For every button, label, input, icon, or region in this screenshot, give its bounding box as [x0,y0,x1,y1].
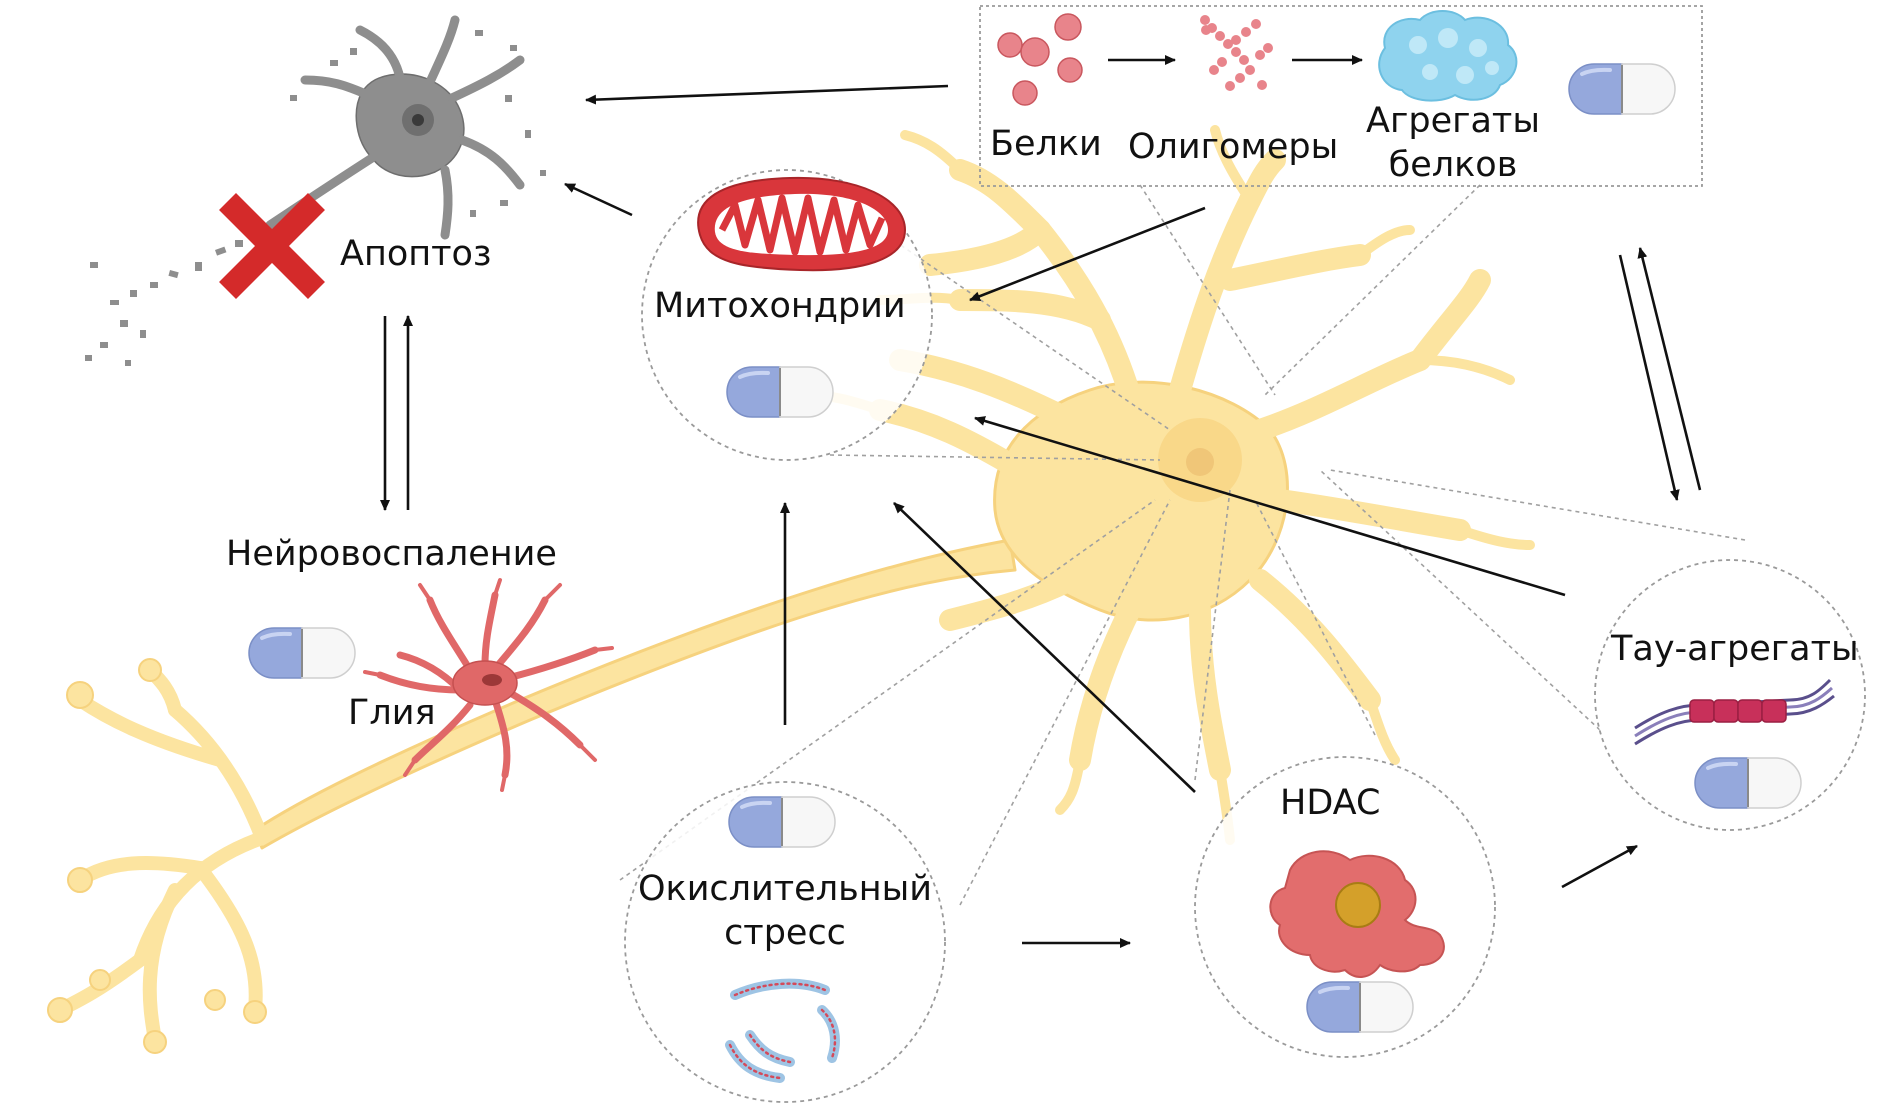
hdac-enzyme-icon [1269,850,1445,978]
glia-cell-icon [363,578,614,792]
mitochondria-label: Митохондрии [654,286,906,326]
pill-icon [1693,756,1803,810]
membrane-fragment-icon [725,978,840,1083]
neuroinflammation-label: Нейровоспаление [226,534,557,574]
neuron-icon [47,125,1535,1054]
tau-label: Тау-агрегаты [1611,629,1859,669]
pill-icon [1567,62,1677,116]
oligomer-icon [1200,15,1273,91]
arrows [380,55,1702,948]
apoptotic-neuron-icon [85,15,546,366]
oligomers-label: Олигомеры [1128,127,1339,167]
tau-fibril-icon [1634,678,1835,746]
protein-aggregate-icon [1378,10,1518,102]
aggregates-label: Агрегаты белков [1363,100,1543,188]
protein-aggregation-box [979,5,1703,187]
tau-circle [1594,559,1866,831]
apoptosis-label: Апоптоз [340,234,492,274]
pill-icon [1305,980,1415,1034]
pill-icon [247,626,357,680]
pill-icon [727,795,837,849]
oxidative-stress-circle [624,781,946,1103]
oxidative-stress-label-line2: стресс [724,912,846,953]
hdac-label: HDAC [1280,783,1381,823]
proteins-label: Белки [990,124,1102,164]
cross-icon [219,193,325,299]
aggregates-label-line2: белков [1388,144,1518,185]
pill-icon [725,365,835,419]
protein-icon [997,13,1083,106]
oxidative-stress-label: Окислительный стресс [630,868,940,956]
aggregates-label-line1: Агрегаты [1366,101,1540,141]
oxidative-stress-label-line1: Окислительный [638,869,932,909]
glia-label: Глия [348,693,436,733]
mitochondria-icon [697,176,907,272]
